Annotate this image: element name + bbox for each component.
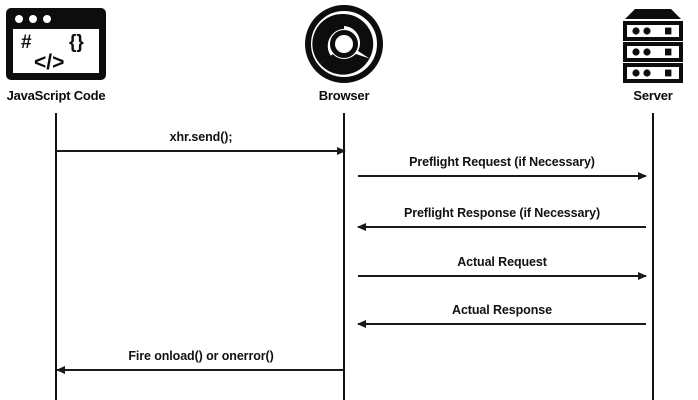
message-preflight-response: Preflight Response (if Necessary) (357, 198, 646, 231)
message-actual-response: Actual Response (357, 295, 646, 328)
message-label-xhr-send: xhr.send(); (169, 130, 233, 144)
message-preflight-request: Preflight Request (if Necessary) (358, 147, 647, 180)
actor-label-server: Server (633, 88, 673, 103)
svg-text:{}: {} (69, 32, 84, 53)
svg-text:#: # (21, 32, 32, 53)
message-line-preflight-request (358, 172, 647, 180)
message-xhr-send: xhr.send(); (57, 122, 346, 155)
svg-text:</>: </> (34, 51, 64, 74)
actor-label-javascript-code: JavaScript Code (6, 88, 106, 103)
actor-label-browser: Browser (318, 88, 370, 103)
message-line-xhr-send (57, 147, 346, 155)
arrowhead-right-icon (638, 172, 647, 180)
lifeline-browser (343, 113, 345, 400)
arrowhead-right-icon (638, 272, 647, 280)
message-label-fire-callbacks: Fire onload() or onerror() (128, 349, 274, 363)
actor-server: Server (573, 0, 698, 104)
message-line-preflight-response (357, 223, 646, 231)
browser-chrome-icon (264, 0, 424, 88)
message-fire-callbacks: Fire onload() or onerror() (56, 341, 345, 374)
message-line-actual-response (357, 320, 646, 328)
message-line-actual-request (358, 272, 647, 280)
actor-browser: Browser (264, 0, 424, 104)
code-window-icon: # {} </> (0, 0, 136, 88)
server-rack-icon (573, 0, 698, 88)
message-actual-request: Actual Request (358, 247, 647, 280)
actor-javascript-code: # {} </> JavaScript Code (0, 0, 136, 104)
arrowhead-left-icon (357, 223, 366, 231)
arrowhead-left-icon (357, 320, 366, 328)
message-label-actual-request: Actual Request (457, 255, 547, 269)
arrowhead-left-icon (56, 366, 65, 374)
lifeline-javascript-code (55, 113, 57, 400)
message-line-fire-callbacks (56, 366, 345, 374)
arrowhead-right-icon (337, 147, 346, 155)
lifeline-server (652, 113, 654, 400)
message-label-preflight-response: Preflight Response (if Necessary) (403, 206, 601, 220)
message-label-preflight-request: Preflight Request (if Necessary) (409, 155, 595, 169)
message-label-actual-response: Actual Response (452, 303, 552, 317)
